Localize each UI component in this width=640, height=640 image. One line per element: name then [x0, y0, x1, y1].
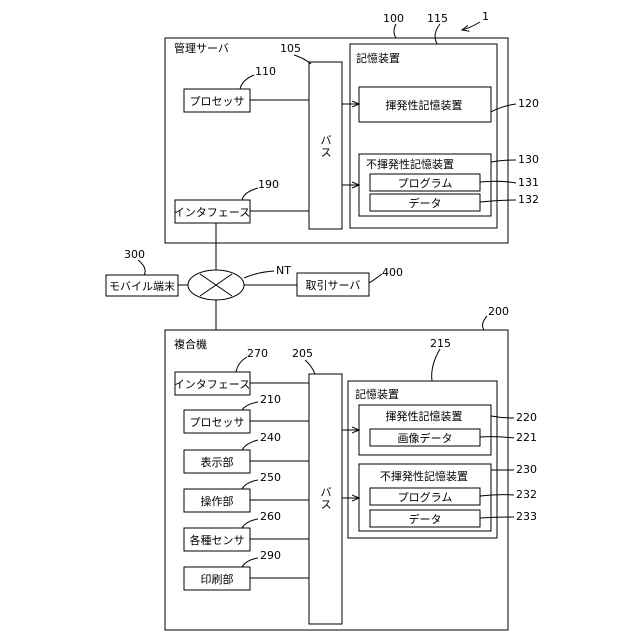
ref-110: 110	[255, 65, 276, 78]
mfp-data-label: データ	[409, 512, 442, 526]
mfp-operation-label: 操作部	[201, 494, 234, 508]
mfp-volatile-label: 揮発性記憶装置	[386, 409, 463, 423]
ref-270: 270	[247, 347, 268, 360]
ref-210: 210	[260, 393, 281, 406]
management-server: 管理サーバ バス プロセッサ インタフェース 記憶装置 揮発性記憶装置 不揮発性…	[165, 38, 508, 243]
ref-290: 290	[260, 549, 281, 562]
mfp-printer-label: 印刷部	[201, 572, 234, 586]
ref-1: 1	[482, 10, 489, 23]
management-data-label: データ	[409, 196, 442, 210]
ref-131: 131	[518, 176, 539, 189]
ref-215: 215	[430, 337, 451, 350]
network-label: NT	[276, 264, 291, 277]
management-volatile-label: 揮発性記憶装置	[386, 98, 463, 112]
management-nonvolatile-label: 不揮発性記憶装置	[366, 157, 454, 171]
management-bus-label: バス	[321, 134, 332, 159]
mfp: 複合機 バス インタフェース プロセッサ 表示部 操作部 各種センサ 印刷部 記…	[165, 330, 508, 630]
mfp-program-label: プログラム	[398, 490, 453, 504]
mfp-sensors-label: 各種センサ	[190, 533, 245, 547]
mfp-processor-label: プロセッサ	[190, 416, 245, 429]
ref-205: 205	[292, 347, 313, 360]
ref-232: 232	[516, 488, 537, 501]
management-program-label: プログラム	[398, 176, 453, 190]
mfp-display-label: 表示部	[201, 455, 234, 469]
ref-260: 260	[260, 510, 281, 523]
ref-221: 221	[516, 431, 537, 444]
mobile-terminal-label: モバイル端末	[109, 279, 175, 293]
ref-190: 190	[258, 178, 279, 191]
management-processor-label: プロセッサ	[190, 95, 245, 108]
management-interface-label: インタフェース	[174, 206, 250, 219]
ref-300: 300	[124, 248, 145, 261]
ref-400: 400	[382, 266, 403, 279]
ref-100: 100	[383, 12, 404, 25]
ref-233: 233	[516, 510, 537, 523]
ref-132: 132	[518, 193, 539, 206]
ref-200: 200	[488, 305, 509, 318]
management-server-title: 管理サーバ	[174, 41, 229, 55]
ref-220: 220	[516, 411, 537, 424]
ref-240: 240	[260, 431, 281, 444]
ref-250: 250	[260, 471, 281, 484]
mfp-bus-label: バス	[321, 486, 332, 511]
mfp-storage-label: 記憶装置	[355, 387, 399, 401]
ref-230: 230	[516, 463, 537, 476]
mfp-image-data-label: 画像データ	[398, 431, 453, 445]
mfp-nonvolatile-label: 不揮発性記憶装置	[380, 469, 468, 483]
transaction-server-label: 取引サーバ	[306, 278, 361, 292]
ref-120: 120	[518, 97, 539, 110]
mfp-title: 複合機	[174, 337, 207, 351]
management-storage-label: 記憶装置	[356, 51, 400, 65]
ref-115: 115	[427, 12, 448, 25]
ref-130: 130	[518, 153, 539, 166]
mfp-interface-label: インタフェース	[174, 378, 250, 391]
ref-105: 105	[280, 42, 301, 55]
